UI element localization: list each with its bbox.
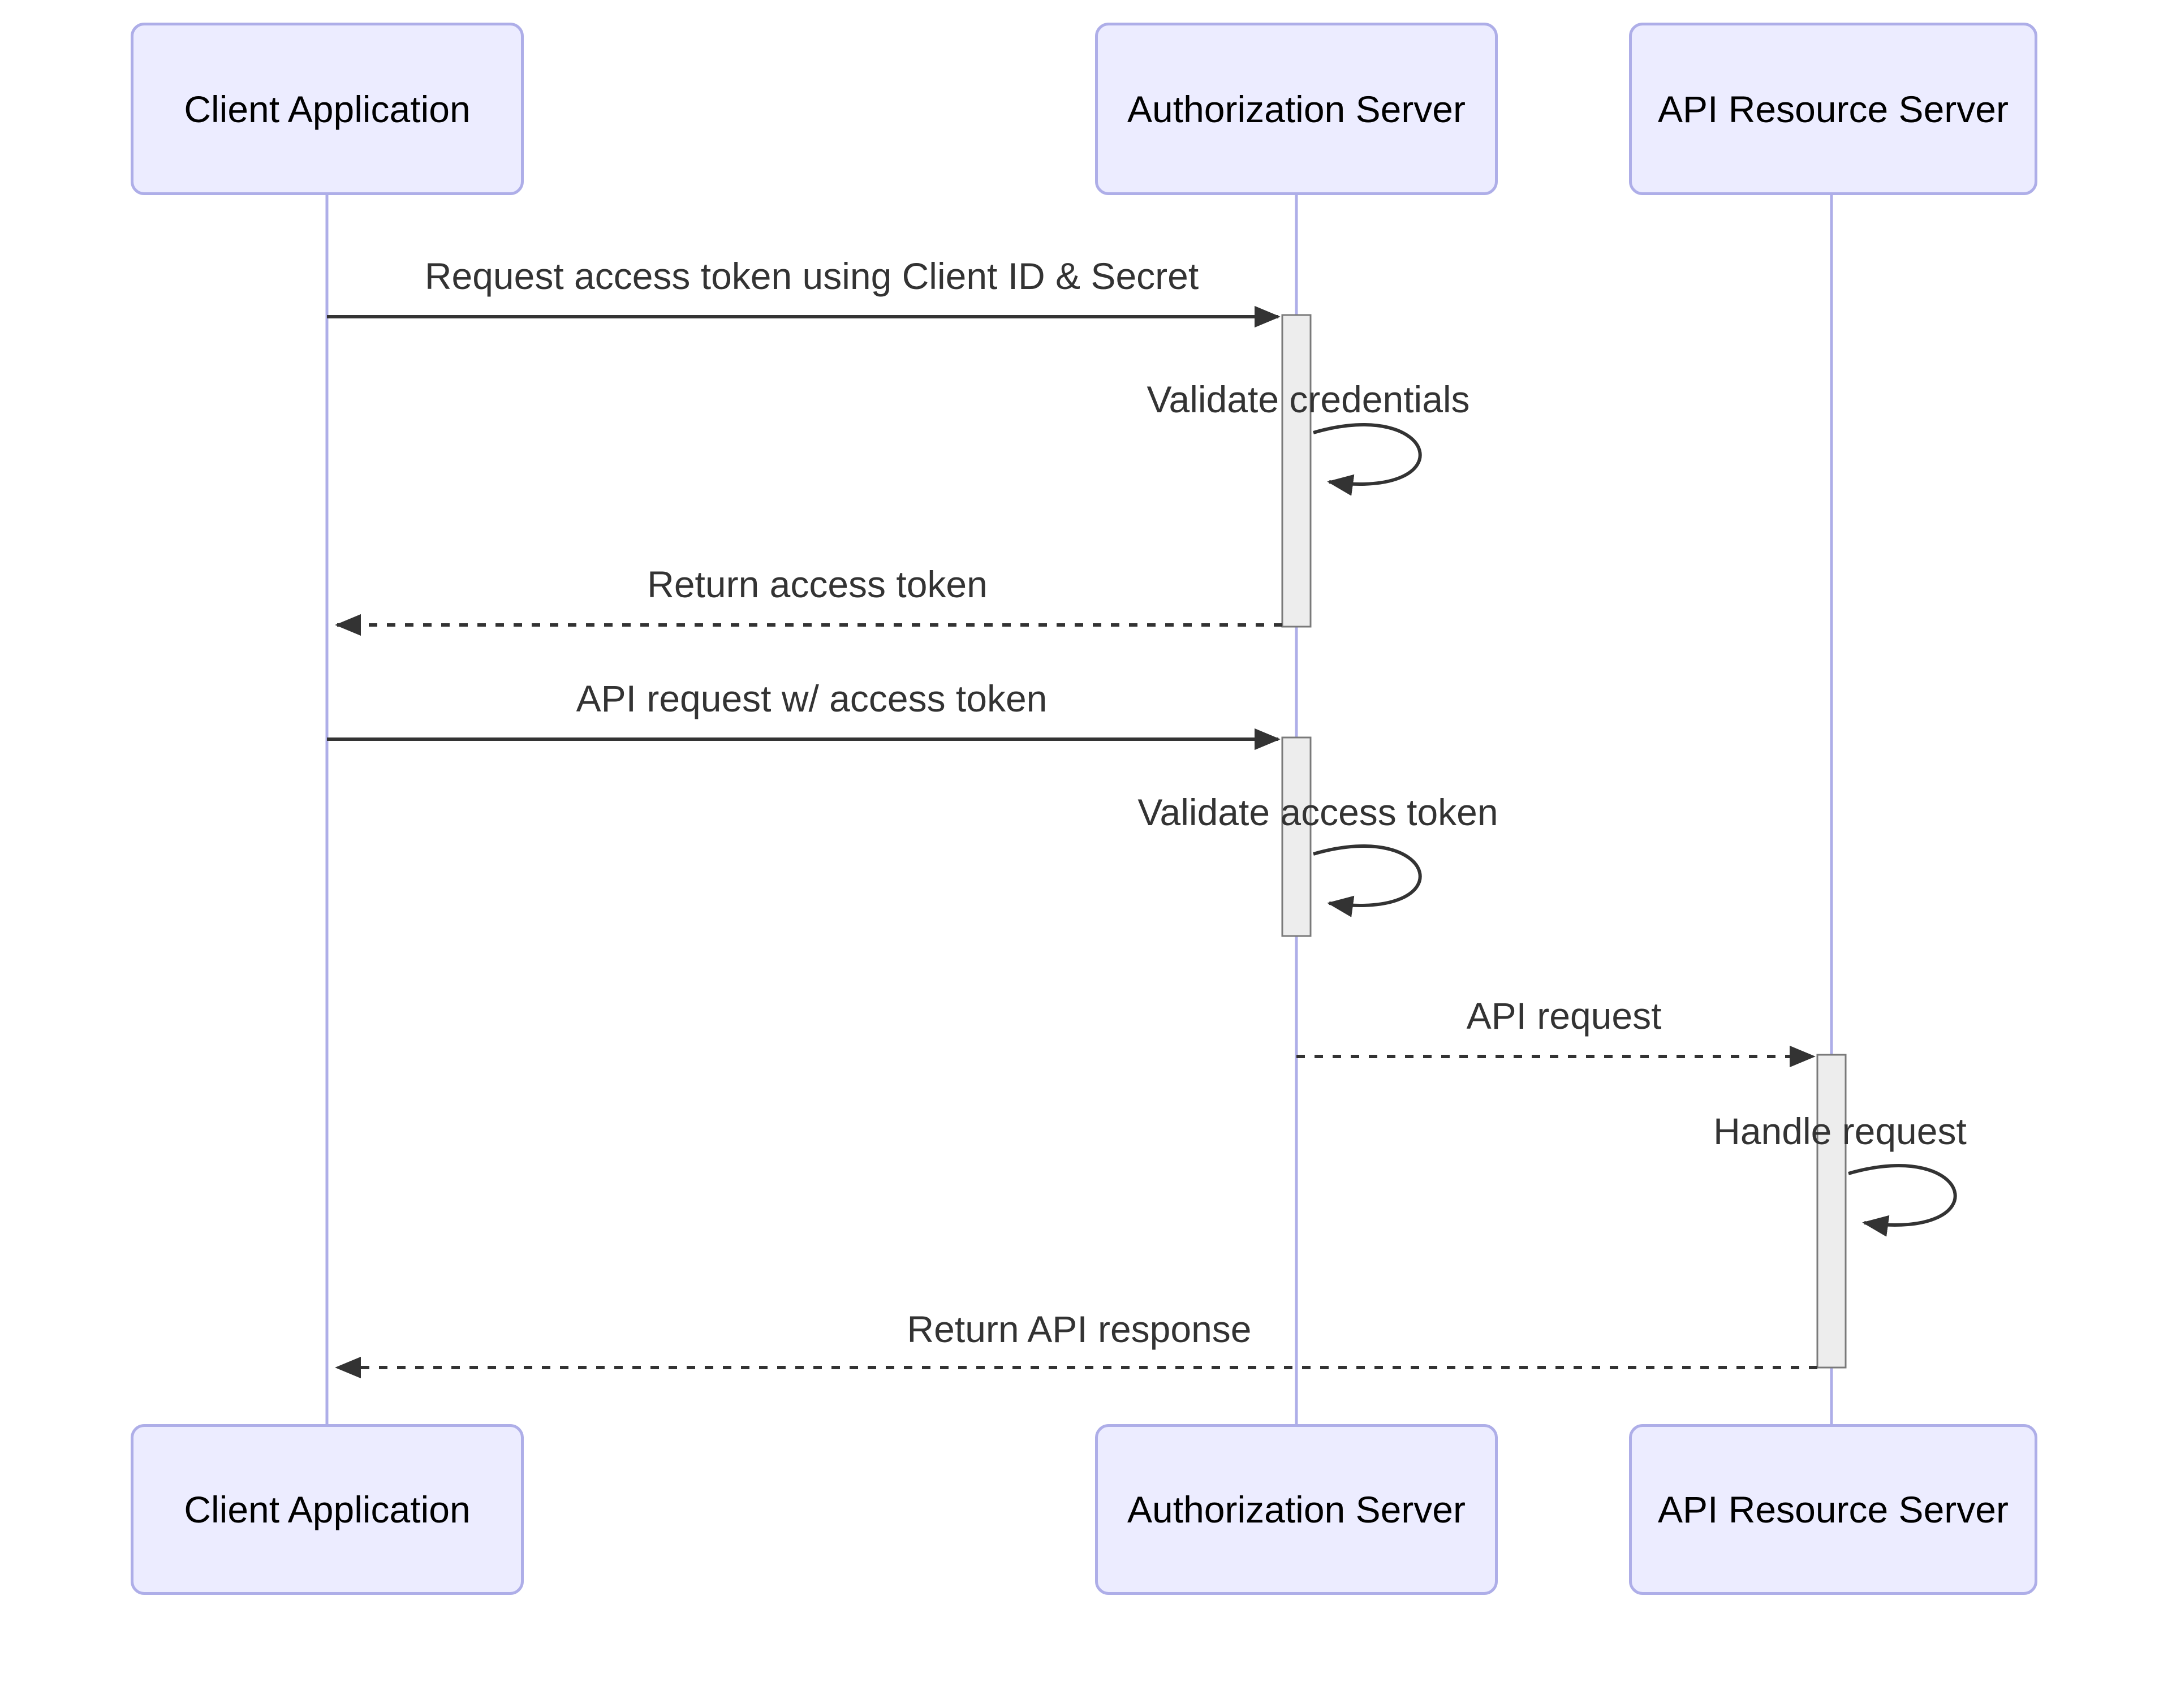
activation-bar-api <box>1816 1054 1847 1369</box>
self-loop-handle-request <box>1848 1164 1957 1237</box>
actor-top-api: API Resource Server <box>1629 23 2037 195</box>
actor-bottom-api: API Resource Server <box>1629 1424 2037 1595</box>
activation-bar-auth-2 <box>1281 736 1312 937</box>
self-loop-validate-access-token <box>1313 844 1422 917</box>
message-label-return-token: Return access token <box>647 563 988 605</box>
actor-label: API Resource Server <box>1658 1489 2009 1530</box>
message-label-handle-request: Handle request <box>1713 1110 1967 1152</box>
self-loop-validate-credentials <box>1313 423 1422 496</box>
actor-top-client: Client Application <box>131 23 524 195</box>
actor-label: Authorization Server <box>1127 1489 1466 1530</box>
actor-bottom-auth: Authorization Server <box>1095 1424 1498 1595</box>
message-label-api-request: API request <box>1466 995 1662 1037</box>
actor-label: Client Application <box>184 88 471 130</box>
message-label-return-response: Return API response <box>907 1308 1252 1350</box>
actor-label: Authorization Server <box>1127 88 1466 130</box>
actor-top-auth: Authorization Server <box>1095 23 1498 195</box>
actor-bottom-client: Client Application <box>131 1424 524 1595</box>
message-label-validate-access-token: Validate access token <box>1137 791 1498 833</box>
message-label-validate-credentials: Validate credentials <box>1147 378 1470 420</box>
message-label-api-request-token: API request w/ access token <box>576 678 1048 719</box>
actor-label: API Resource Server <box>1658 88 2009 130</box>
activation-bar-auth-1 <box>1281 314 1312 628</box>
actor-label: Client Application <box>184 1489 471 1530</box>
message-label-request-token: Request access token using Client ID & S… <box>424 255 1199 297</box>
